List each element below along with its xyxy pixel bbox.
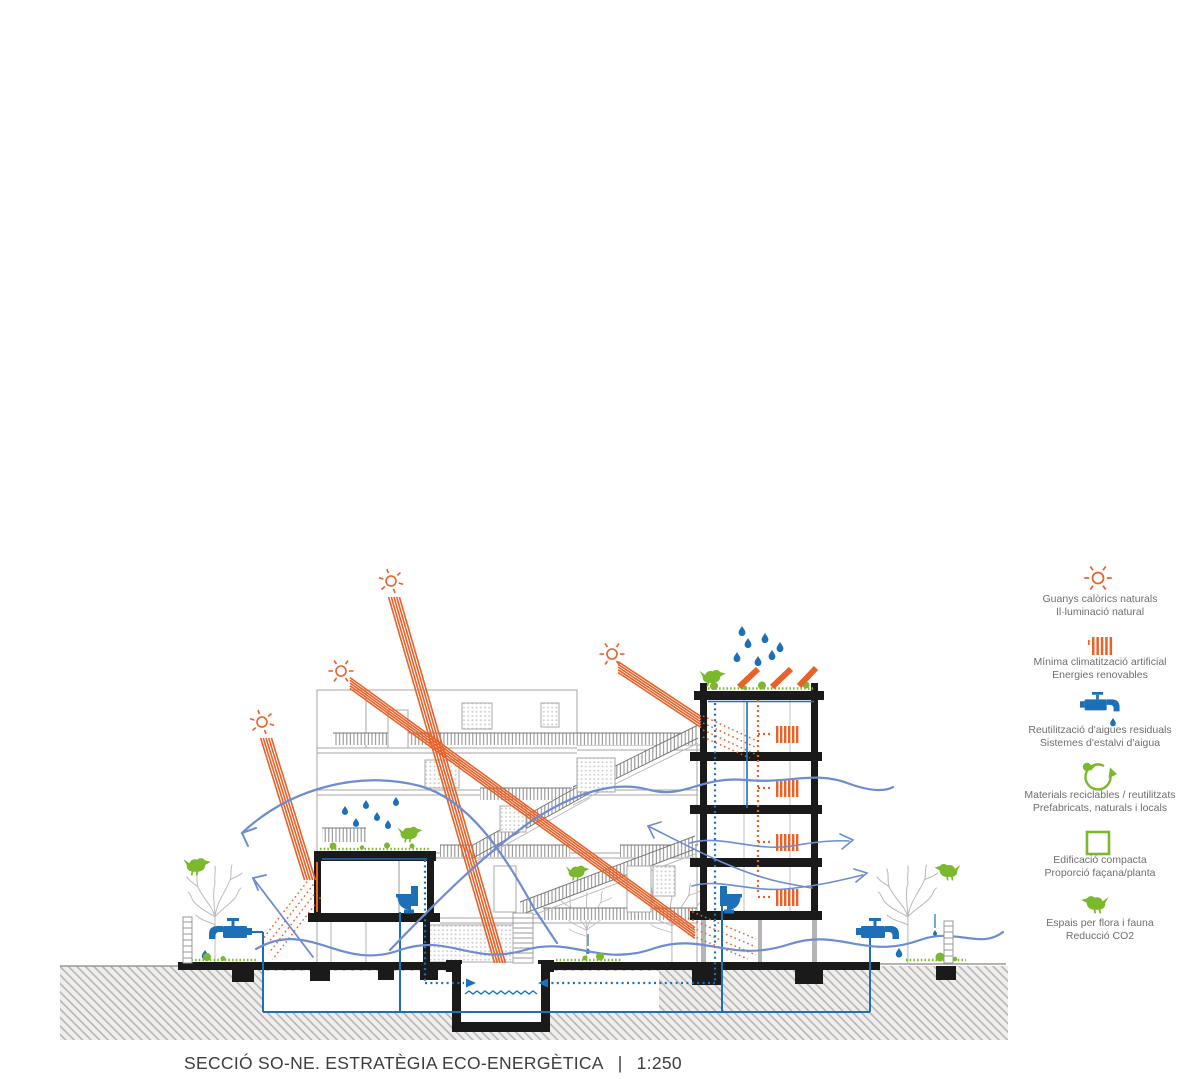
legend-item: Guanys calòrics naturals Il·luminació na… (988, 593, 1200, 618)
solar-beams (259, 596, 758, 964)
ground-vegetation (184, 952, 966, 962)
legend-item: Edificació compacta Proporció façana/pla… (988, 854, 1200, 879)
rainwater-tank (446, 960, 554, 1032)
bird-icon (397, 826, 423, 843)
title-separator: | (617, 1053, 623, 1073)
greywater-pipe (423, 703, 717, 985)
green-roof (320, 842, 430, 851)
sun-icon (598, 642, 626, 666)
radiator-icon (1088, 637, 1113, 655)
tree (876, 864, 939, 964)
title-text: SECCIÓ SO-NE. ESTRATÈGIA ECO-ENERGÈTICA (184, 1053, 604, 1073)
dripper-icon (586, 914, 937, 954)
square-icon (1085, 830, 1111, 856)
tower-section (690, 665, 824, 962)
legend-item: Mínima climatització artificial Energies… (988, 656, 1200, 681)
recycle-icon (1082, 762, 1117, 791)
tree (186, 864, 243, 964)
legend-line: Energies renovables (1052, 668, 1148, 681)
legend-line: Espais per flora i fauna (1046, 917, 1154, 929)
sun-beam (617, 660, 702, 729)
flow-arrow-icon (538, 978, 548, 988)
left-wing-section (308, 842, 440, 963)
legend-line: Mínima climatització artificial (1033, 656, 1167, 668)
legend-line: Materials reciclables / reutilitzats (1024, 789, 1176, 801)
tank-water-level (464, 990, 538, 995)
suns (246, 566, 626, 737)
solar-panel-icon (736, 665, 819, 690)
legend-line: Il·luminació natural (1055, 605, 1145, 618)
bird-icon (934, 863, 961, 881)
sun-icon (375, 566, 407, 596)
faucet-icon (1080, 692, 1120, 727)
sun-beam (387, 596, 507, 964)
basement-stair (512, 912, 534, 964)
drawing-title: SECCIÓ SO-NE. ESTRATÈGIA ECO-ENERGÈTICA |… (184, 1053, 682, 1074)
ladder-post (182, 916, 954, 964)
toilet-icon (720, 886, 742, 914)
legend-line: Reducció CO2 (1065, 929, 1135, 942)
bird-icon (183, 858, 211, 876)
bird-icon (1081, 896, 1109, 914)
legend-line: Sistemes d'estalvi d'aigua (1039, 736, 1161, 749)
ground (60, 960, 1008, 1040)
heating-riser (756, 700, 773, 899)
legend-line: Edificació compacta (1053, 854, 1147, 866)
legend-line: Reutilització d'aigues residuals (1028, 724, 1172, 736)
legend-icons (1080, 565, 1120, 914)
flow-arrow-icon (466, 978, 476, 988)
sun-icon (246, 707, 278, 737)
legend-item: Espais per flora i fauna Reducció CO2 (988, 917, 1200, 942)
flora-fauna (182, 669, 966, 964)
legend-line: Prefabricats, naturals i locals (1032, 801, 1168, 814)
sun-icon (1083, 565, 1113, 591)
title-scale: 1:250 (636, 1053, 682, 1073)
sun-beam (259, 737, 317, 881)
legend-line: Proporció façana/planta (1044, 866, 1156, 879)
faucet-icon (856, 918, 899, 939)
legend-item: Materials reciclables / reutilitzats Pre… (988, 789, 1200, 814)
airflow-streams (240, 776, 1005, 958)
legend-item: Reutilització d'aigues residuals Sisteme… (988, 724, 1200, 749)
legend-line: Guanys calòrics naturals (1042, 593, 1158, 605)
sun-beam (349, 676, 696, 940)
water-drop-icon (895, 948, 903, 958)
